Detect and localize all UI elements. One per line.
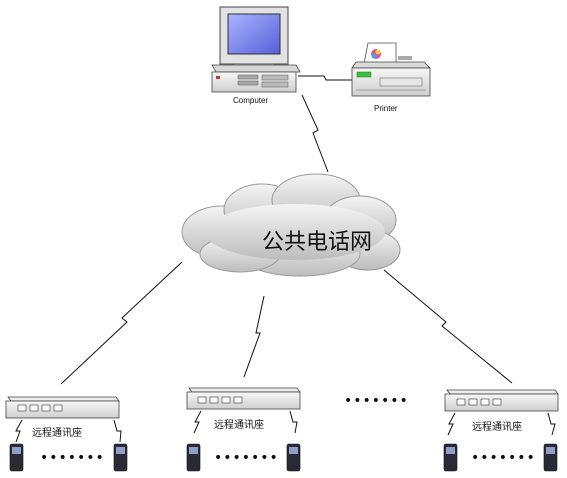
public-telephone-network-cloud: 公共电话网 — [181, 173, 401, 277]
handset-1b — [113, 443, 128, 472]
network-station2-link — [243, 295, 265, 378]
handsets-ellipsis-3: ••••••• — [471, 450, 536, 466]
handset-links — [15, 410, 556, 443]
computer: Computer — [211, 6, 301, 105]
handset-2b — [286, 443, 301, 472]
handset-3a — [443, 443, 458, 472]
handsets-ellipsis-1: ••••••• — [40, 450, 105, 466]
printer-label: Printer — [374, 104, 398, 113]
base-station-2-label: 远程通讯座 — [214, 418, 264, 431]
handsets-ellipsis-2: ••••••• — [214, 450, 279, 466]
base-station-3-body — [444, 393, 559, 412]
connection-lines — [60, 75, 513, 385]
base-station-1: 远程通讯座 — [5, 396, 120, 439]
computer-network-link — [301, 94, 329, 173]
base-station-1-label: 远程通讯座 — [32, 426, 82, 439]
base-station-2: 远程通讯座 — [186, 387, 301, 431]
network-label: 公共电话网 — [262, 230, 372, 255]
base-station-3: 远程通讯座 — [444, 389, 559, 433]
handset-2a — [186, 443, 201, 472]
network-station1-link — [60, 261, 183, 385]
stations-ellipsis: ••••••• — [344, 393, 409, 409]
printer: Printer — [351, 42, 431, 113]
network-station3-link — [383, 269, 513, 384]
computer-label: Computer — [233, 96, 268, 105]
handset-3b — [543, 443, 558, 472]
base-station-3-label: 远程通讯座 — [472, 420, 522, 433]
base-station-2-body — [186, 391, 301, 410]
computer-printer-cable — [298, 75, 352, 81]
handset-1a — [9, 443, 24, 472]
handsets — [9, 443, 558, 472]
computer-screen — [227, 13, 281, 55]
